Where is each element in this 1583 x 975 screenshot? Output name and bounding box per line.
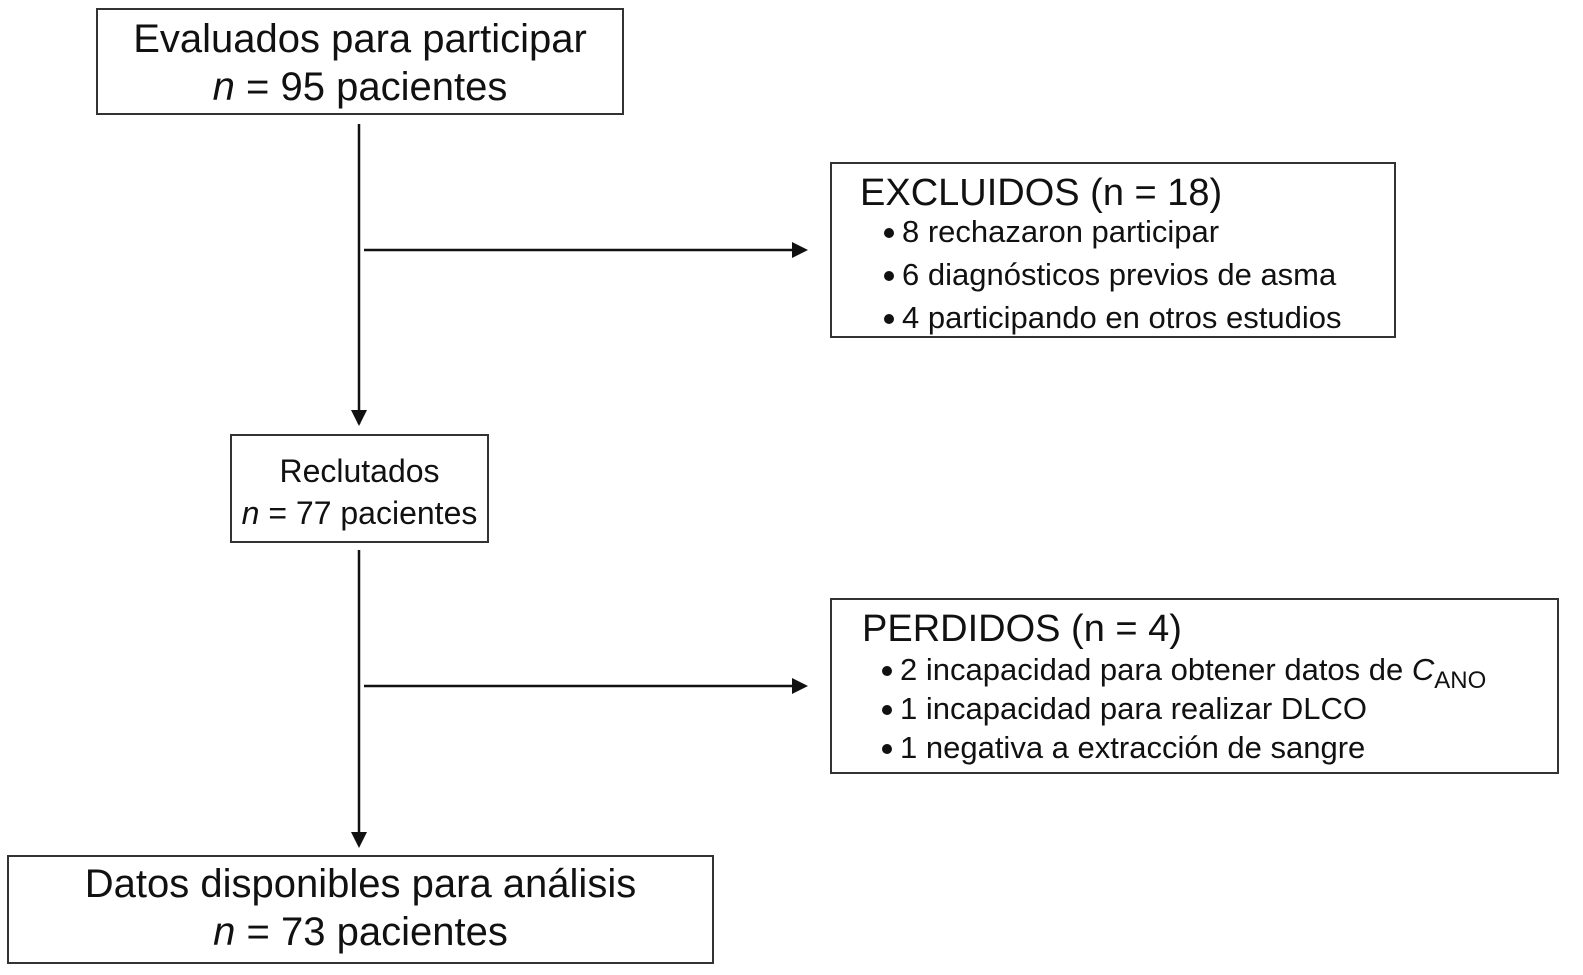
arrowhead-available [351,832,367,848]
recruited-count: n = 77 pacientes [232,492,487,534]
bullet-icon [884,271,894,281]
available-n-symbol: n [213,910,236,954]
lost-list: 2 incapacidad para obtener datos de CANO… [878,650,1486,767]
box-available: Datos disponibles para análisis n = 73 p… [7,855,714,964]
available-title: Datos disponibles para análisis [84,862,637,906]
bullet-icon [882,666,892,676]
bullet-icon [884,314,894,324]
bullet-icon [882,705,892,715]
excluded-item: 6 diagnósticos previos de asma [880,253,1341,296]
box-evaluated: Evaluados para participar n = 95 pacient… [96,8,624,115]
evaluated-count-text: = 95 pacientes [234,65,508,109]
recruited-title: Reclutados [279,453,440,489]
arrowhead-lost [792,678,808,694]
excluded-title: EXCLUIDOS (n = 18) [860,172,1223,214]
excluded-item-text: 6 diagnósticos previos de asma [902,257,1337,292]
evaluated-title: Evaluados para participar [133,17,587,61]
available-count: n = 73 pacientes [9,908,712,956]
lost-item: 1 incapacidad para realizar DLCO [878,689,1486,728]
lost-item-text: 1 incapacidad para realizar DLCO [900,691,1367,726]
lost-item-subscript: ANO [1434,667,1487,694]
excluded-item: 4 participando en otros estudios [880,296,1341,339]
arrowhead-excluded [792,242,808,258]
lost-item: 2 incapacidad para obtener datos de CANO [878,650,1486,694]
recruited-n-symbol: n [241,495,260,531]
lost-item: 1 negativa a extracción de sangre [878,728,1486,767]
bullet-icon [884,228,894,238]
bullet-icon [882,744,892,754]
evaluated-n-symbol: n [212,65,235,109]
lost-title: PERDIDOS (n = 4) [862,608,1182,650]
excluded-item-text: 8 rechazaron participar [902,214,1220,249]
excluded-item-text: 4 participando en otros estudios [902,300,1342,335]
lost-item-text: 1 negativa a extracción de sangre [900,730,1366,765]
lost-item-symbol: C [1411,652,1435,687]
recruited-count-text: = 77 pacientes [259,495,478,531]
evaluated-count: n = 95 pacientes [98,63,622,111]
excluded-list: 8 rechazaron participar 6 diagnósticos p… [880,210,1341,339]
box-recruited: Reclutados n = 77 pacientes [230,434,489,543]
arrowhead-recruited [351,410,367,426]
lost-item-text: 2 incapacidad para obtener datos de [900,652,1412,687]
excluded-item: 8 rechazaron participar [880,210,1341,253]
box-lost: PERDIDOS (n = 4) 2 incapacidad para obte… [830,598,1559,774]
box-excluded: EXCLUIDOS (n = 18) 8 rechazaron particip… [830,162,1396,338]
available-count-text: = 73 pacientes [235,910,508,954]
